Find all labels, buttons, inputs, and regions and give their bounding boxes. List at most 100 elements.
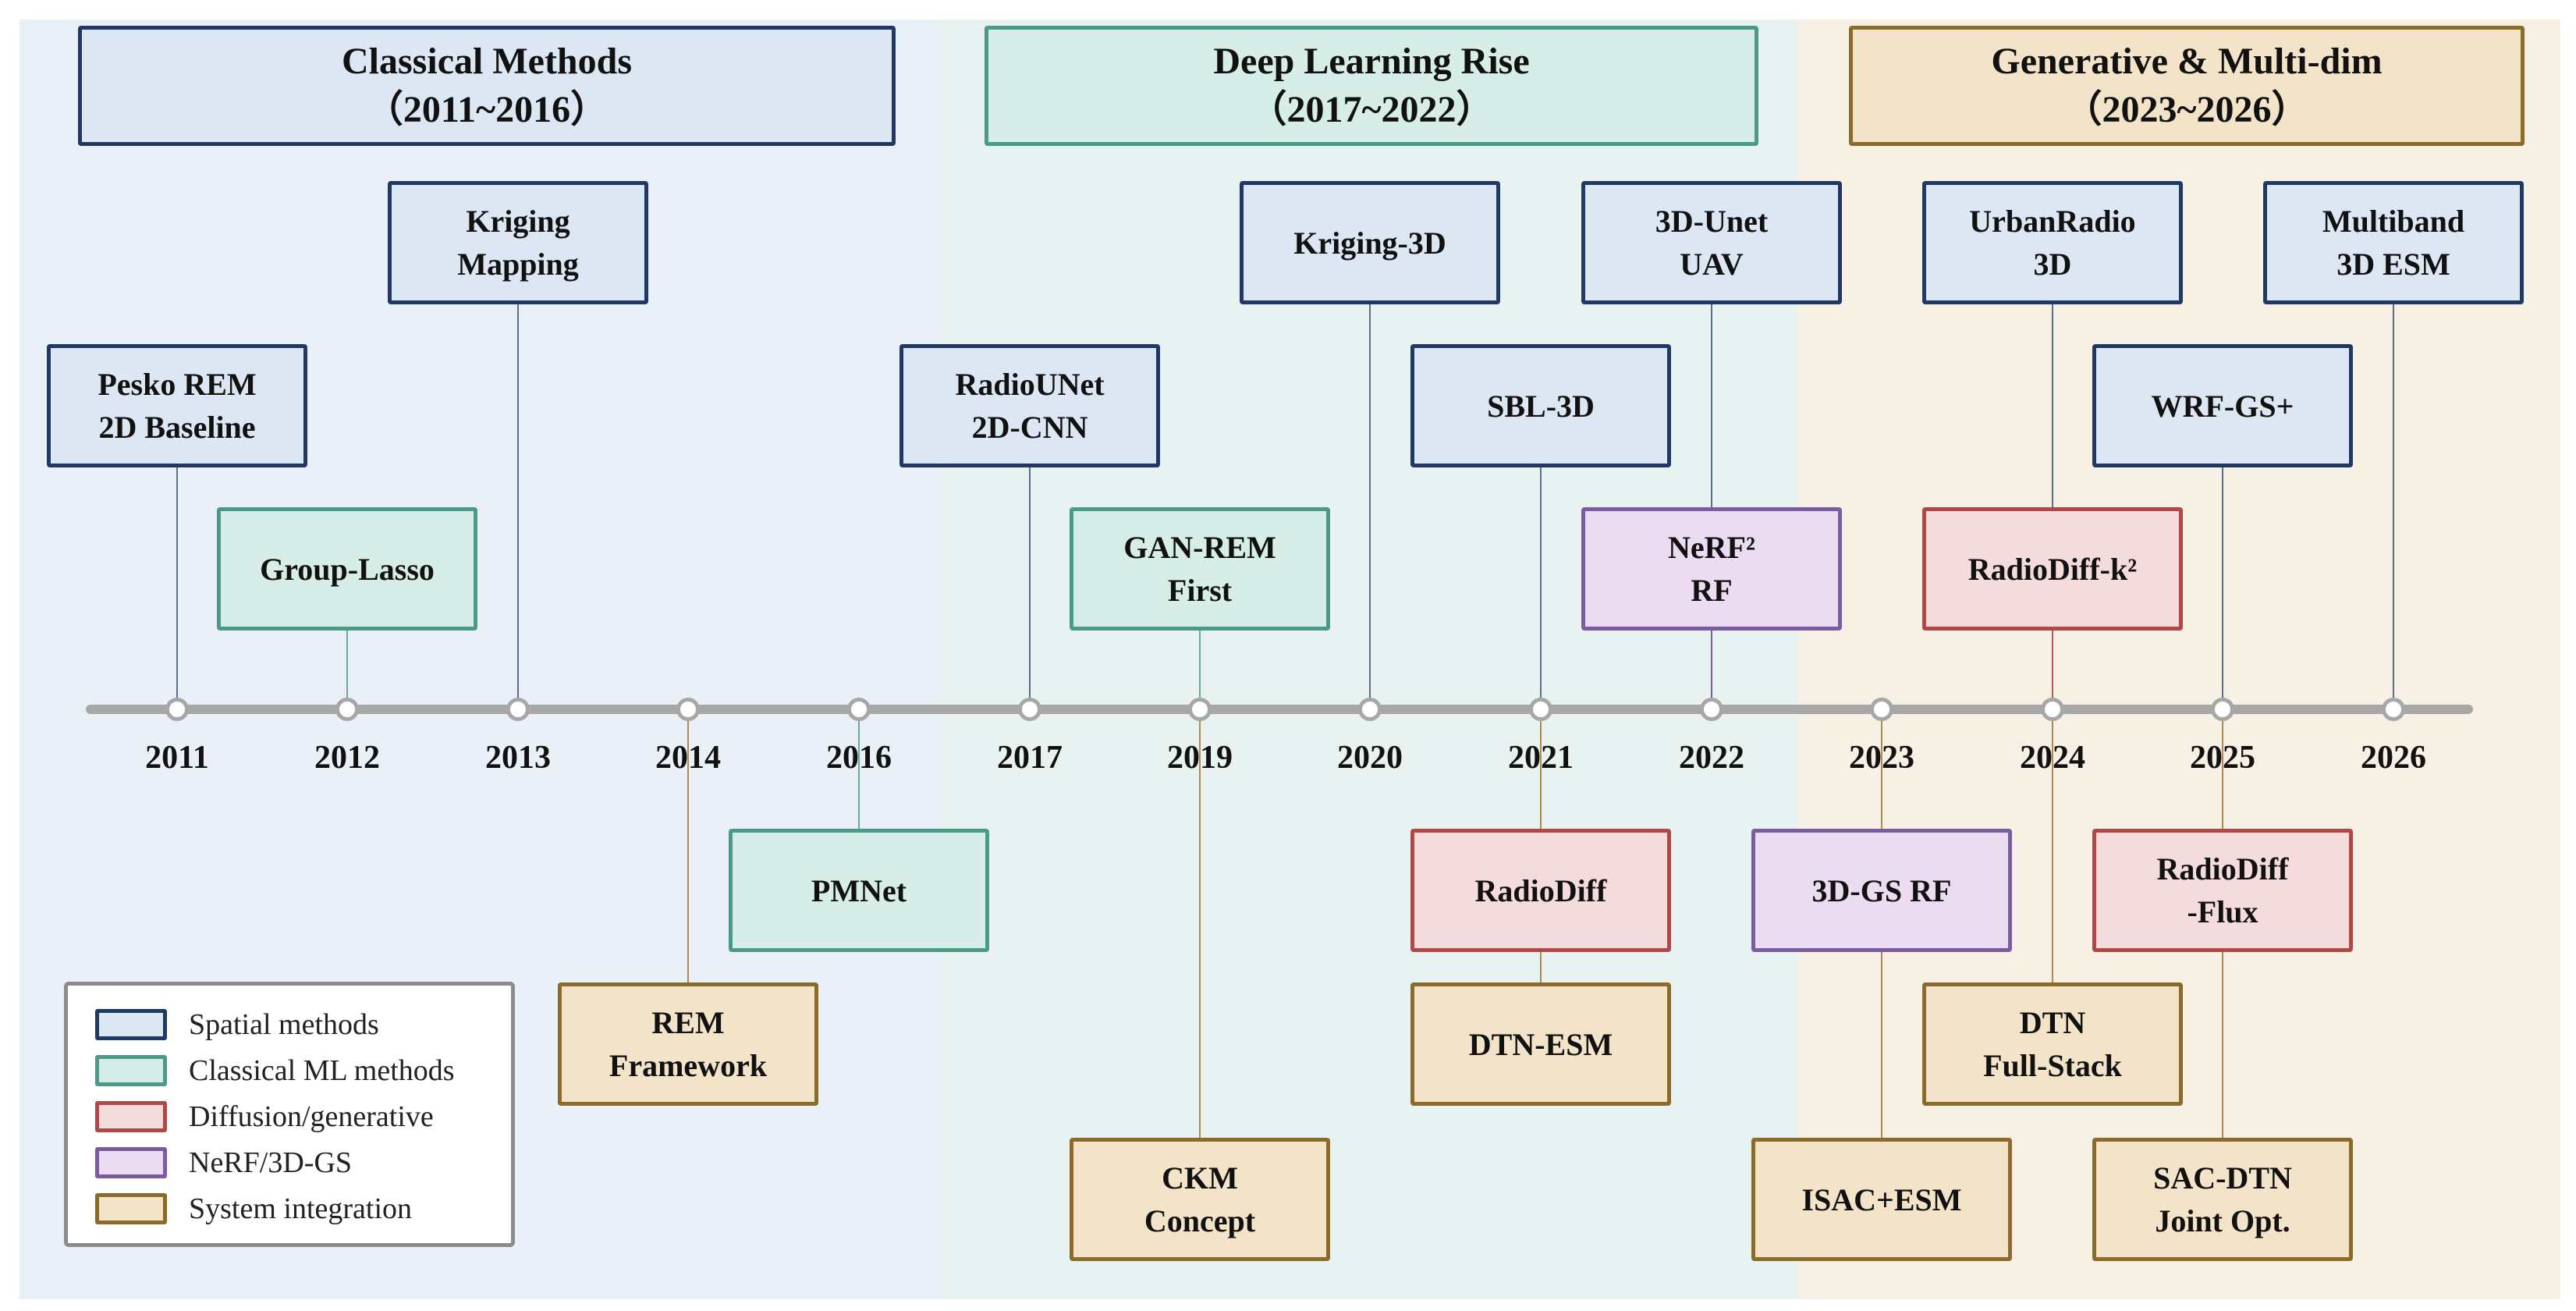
milestone-box-spatial: RadioUNet 2D-CNN xyxy=(899,344,1160,467)
legend-item-ml: Classical ML methods xyxy=(95,1053,455,1088)
year-label-2024: 2024 xyxy=(2020,740,2085,776)
legend-item-nerf: NeRF/3D-GS xyxy=(95,1146,352,1180)
milestone-box-ml: PMNet xyxy=(729,829,989,952)
milestone-label: SBL-3D xyxy=(1487,388,1595,424)
milestone-label: DTN xyxy=(2019,1005,2086,1040)
legend-label: System integration xyxy=(189,1192,413,1225)
milestone-box-integration: SAC-DTN Joint Opt. xyxy=(2092,1138,2353,1261)
milestone-label: 2D Baseline xyxy=(98,410,256,445)
year-label-2020: 2020 xyxy=(1337,740,1403,776)
year-tick-2026 xyxy=(2382,698,2405,721)
year-label-2021: 2021 xyxy=(1508,740,1574,776)
milestone-connector xyxy=(517,243,519,709)
milestone-box-spatial: Kriging-3D xyxy=(1240,181,1500,304)
milestone-connector xyxy=(2052,709,2053,1044)
milestone-label: RadioDiff xyxy=(2156,851,2289,886)
milestone-label: Pesko REM xyxy=(98,367,257,402)
milestone-box-spatial: UrbanRadio 3D xyxy=(1922,181,2183,304)
milestone-label: 2D-CNN xyxy=(971,410,1088,445)
milestone-connector xyxy=(1199,569,1201,709)
milestone-label: Mapping xyxy=(457,247,579,282)
legend-item-spatial: Spatial methods xyxy=(95,1007,379,1042)
year-label-2013: 2013 xyxy=(485,740,551,776)
milestone-connector xyxy=(1711,569,1712,709)
milestone-connector xyxy=(1199,709,1201,1199)
year-tick-2020 xyxy=(1358,698,1382,721)
milestone-box-integration: ISAC+ESM xyxy=(1751,1138,2012,1261)
milestone-connector xyxy=(2393,243,2394,709)
milestone-connector xyxy=(2052,569,2053,709)
legend-label: Classical ML methods xyxy=(189,1054,455,1087)
milestone-label: Joint Opt. xyxy=(2155,1203,2290,1238)
milestone-label: 3D-Unet xyxy=(1655,204,1769,239)
year-tick-2014 xyxy=(676,698,700,721)
milestone-label: WRF-GS+ xyxy=(2151,388,2294,424)
milestone-label: Kriging xyxy=(466,204,570,239)
year-label-2022: 2022 xyxy=(1679,740,1744,776)
milestone-label: DTN-ESM xyxy=(1468,1026,1613,1062)
era-title: Deep Learning Rise xyxy=(1213,41,1530,82)
year-tick-2021 xyxy=(1529,698,1552,721)
legend-swatch xyxy=(95,1055,167,1086)
era-header-deep-learning: Deep Learning Rise （2017~2022） xyxy=(985,26,1758,146)
year-tick-2022 xyxy=(1700,698,1723,721)
era-header-classical: Classical Methods （2011~2016） xyxy=(78,26,896,146)
milestone-label: RadioDiff-k² xyxy=(1967,551,2138,587)
era-header-generative: Generative & Multi-dim （2023~2026） xyxy=(1849,26,2525,146)
milestone-label: 3D xyxy=(2033,247,2072,282)
year-label-2023: 2023 xyxy=(1849,740,1914,776)
milestone-label: RadioUNet xyxy=(955,367,1105,402)
year-label-2016: 2016 xyxy=(826,740,892,776)
legend-swatch xyxy=(95,1193,167,1224)
year-tick-2023 xyxy=(1870,698,1893,721)
timeline-axis xyxy=(86,705,2473,714)
milestone-box-nerf: 3D-GS RF xyxy=(1751,829,2012,952)
milestone-connector xyxy=(1881,709,1882,1199)
year-tick-2017 xyxy=(1018,698,1041,721)
year-label-2025: 2025 xyxy=(2190,740,2255,776)
milestone-connector xyxy=(2222,406,2223,709)
legend-swatch xyxy=(95,1101,167,1132)
milestone-label: RF xyxy=(1691,573,1733,608)
milestone-box-spatial: Pesko REM 2D Baseline xyxy=(47,344,307,467)
milestone-box-integration: DTN-ESM xyxy=(1410,982,1671,1106)
legend-swatch xyxy=(95,1009,167,1040)
era-title: Classical Methods xyxy=(342,41,632,82)
year-tick-2013 xyxy=(506,698,530,721)
milestone-label: 3D ESM xyxy=(2336,247,2450,282)
year-tick-2024 xyxy=(2041,698,2064,721)
milestone-label: SAC-DTN xyxy=(2153,1160,2292,1196)
milestone-connector xyxy=(858,709,860,890)
year-label-2019: 2019 xyxy=(1167,740,1233,776)
milestone-box-diffusion: RadioDiff -Flux xyxy=(2092,829,2353,952)
era-range: （2011~2016） xyxy=(365,89,609,130)
milestone-label: CKM xyxy=(1162,1160,1238,1196)
year-tick-2019 xyxy=(1188,698,1212,721)
milestone-label: Framework xyxy=(609,1048,768,1083)
milestone-box-diffusion: RadioDiff-k² xyxy=(1922,507,2183,631)
legend-swatch xyxy=(95,1147,167,1178)
milestone-box-spatial: SBL-3D xyxy=(1410,344,1671,467)
milestone-label: Full-Stack xyxy=(1983,1048,2122,1083)
legend-label: Spatial methods xyxy=(189,1008,379,1041)
milestone-label: 3D-GS RF xyxy=(1811,872,1952,908)
milestone-label: ISAC+ESM xyxy=(1801,1181,1962,1217)
milestone-label: UAV xyxy=(1680,247,1744,282)
legend-item-diffusion: Diffusion/generative xyxy=(95,1100,434,1134)
era-title: Generative & Multi-dim xyxy=(1991,41,2383,82)
milestone-label: -Flux xyxy=(2187,894,2258,929)
legend-label: NeRF/3D-GS xyxy=(189,1146,353,1179)
year-tick-2012 xyxy=(335,698,359,721)
milestone-box-spatial: WRF-GS+ xyxy=(2092,344,2353,467)
year-label-2011: 2011 xyxy=(145,740,209,776)
milestone-label: Multiband xyxy=(2322,204,2465,239)
year-tick-2025 xyxy=(2211,698,2234,721)
milestone-label: UrbanRadio xyxy=(1969,204,2136,239)
